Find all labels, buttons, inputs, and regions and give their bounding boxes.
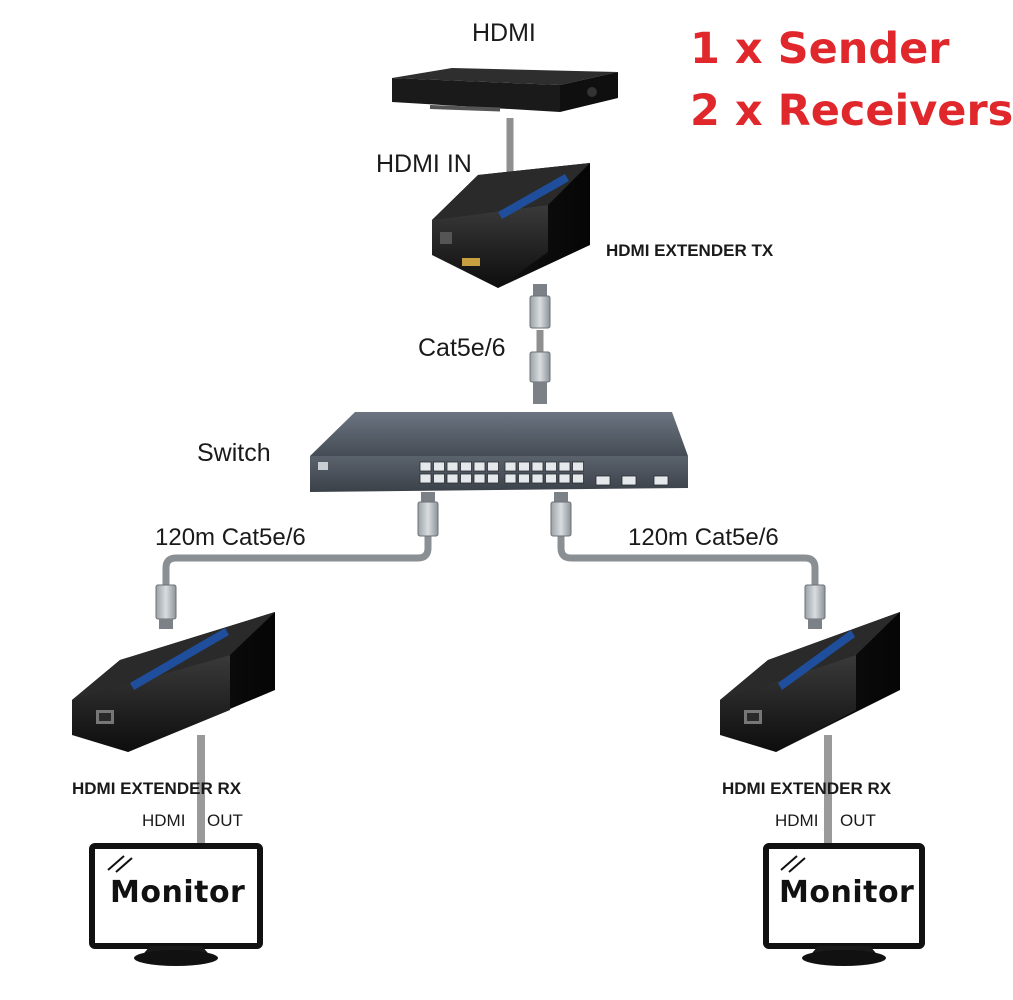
- switch-port: [545, 461, 557, 472]
- switch-port: [572, 461, 584, 472]
- network-switch-icon: [310, 412, 688, 492]
- hdmi-extender-tx-icon: [432, 163, 590, 288]
- rj45-plug-switch-left: [417, 492, 439, 537]
- rx-left-port-out: OUT: [207, 811, 243, 830]
- switch-label: Switch: [197, 439, 271, 467]
- tx-label: HDMI EXTENDER TX: [606, 241, 774, 260]
- monitor-left-label: Monitor: [110, 875, 246, 910]
- switch-port: [504, 461, 517, 472]
- switch-ports: [419, 461, 669, 486]
- rx-left-port-hdmi: HDMI: [142, 811, 186, 830]
- cable-switch-to-rx-left: [162, 535, 432, 585]
- source-label: HDMI: [472, 19, 536, 47]
- switch-port: [473, 473, 486, 484]
- switch-port: [518, 473, 530, 484]
- hdmi-extender-rx-icon: [720, 612, 900, 752]
- switch-port: [504, 473, 517, 484]
- hdmi-extender-rx-icon: [72, 612, 275, 752]
- rj45-plug-rx-left: [155, 584, 177, 629]
- rj45-plug-rx-right: [804, 584, 826, 629]
- rx-right-label: HDMI EXTENDER RX: [722, 779, 892, 798]
- switch-port: [419, 461, 432, 472]
- switch-port: [433, 461, 445, 472]
- switch-port: [419, 473, 432, 484]
- header-line-2: 2 x Receivers: [690, 86, 1013, 136]
- switch-port: [518, 461, 530, 472]
- uplink-cable-label: Cat5e/6: [418, 334, 506, 362]
- monitor-left-icon: [89, 843, 263, 966]
- switch-port: [558, 473, 571, 484]
- monitor-right-label: Monitor: [779, 875, 915, 910]
- monitor-right-icon: [763, 843, 925, 966]
- rj45-plug-tx: [529, 284, 551, 329]
- link-right-cable-label: 120m Cat5e/6: [628, 524, 779, 551]
- switch-sfp-port: [653, 475, 669, 486]
- switch-port: [473, 461, 486, 472]
- switch-port: [446, 461, 459, 472]
- switch-port: [460, 461, 472, 472]
- rj45-plug-switch-uplink: [529, 351, 551, 404]
- switch-sfp-port: [621, 475, 637, 486]
- switch-port: [433, 473, 445, 484]
- rj45-plug-switch-right: [550, 492, 572, 537]
- header-line-1: 1 x Sender: [690, 24, 950, 74]
- switch-port: [531, 473, 544, 484]
- cable-switch-to-rx-right: [557, 535, 819, 585]
- switch-sfp-port: [595, 475, 611, 486]
- switch-port: [531, 461, 544, 472]
- switch-port: [487, 473, 499, 484]
- switch-port: [572, 473, 584, 484]
- media-player-icon: [392, 68, 618, 112]
- link-left-cable-label: 120m Cat5e/6: [155, 524, 306, 551]
- source-port-label: HDMI IN: [376, 150, 472, 178]
- switch-port: [558, 461, 571, 472]
- switch-port: [460, 473, 472, 484]
- switch-port: [446, 473, 459, 484]
- rx-left-label: HDMI EXTENDER RX: [72, 779, 242, 798]
- switch-port: [487, 461, 499, 472]
- switch-port: [545, 473, 557, 484]
- rx-right-port-hdmi: HDMI: [775, 811, 819, 830]
- rx-right-port-out: OUT: [840, 811, 876, 830]
